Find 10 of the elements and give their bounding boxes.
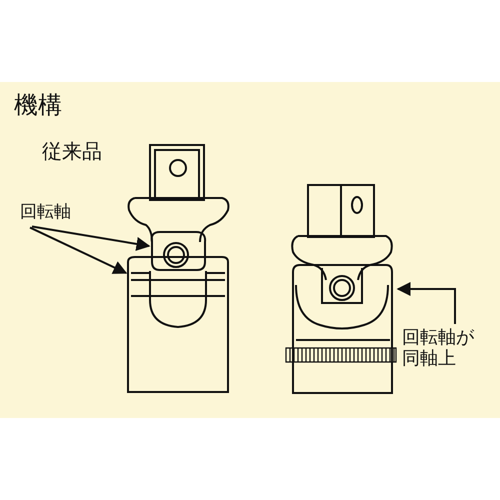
- arrow: [30, 226, 128, 274]
- arrow: [396, 282, 456, 324]
- callout-label: 回転軸が同軸上: [402, 328, 480, 370]
- title: 機構: [14, 92, 62, 120]
- drawing-caption: 従来品: [42, 140, 102, 163]
- socket-body: [127, 256, 229, 393]
- arrow: [32, 226, 150, 251]
- callout-label: 回転軸: [20, 203, 90, 223]
- pivot-block: [150, 231, 206, 271]
- socket-body: [285, 264, 397, 394]
